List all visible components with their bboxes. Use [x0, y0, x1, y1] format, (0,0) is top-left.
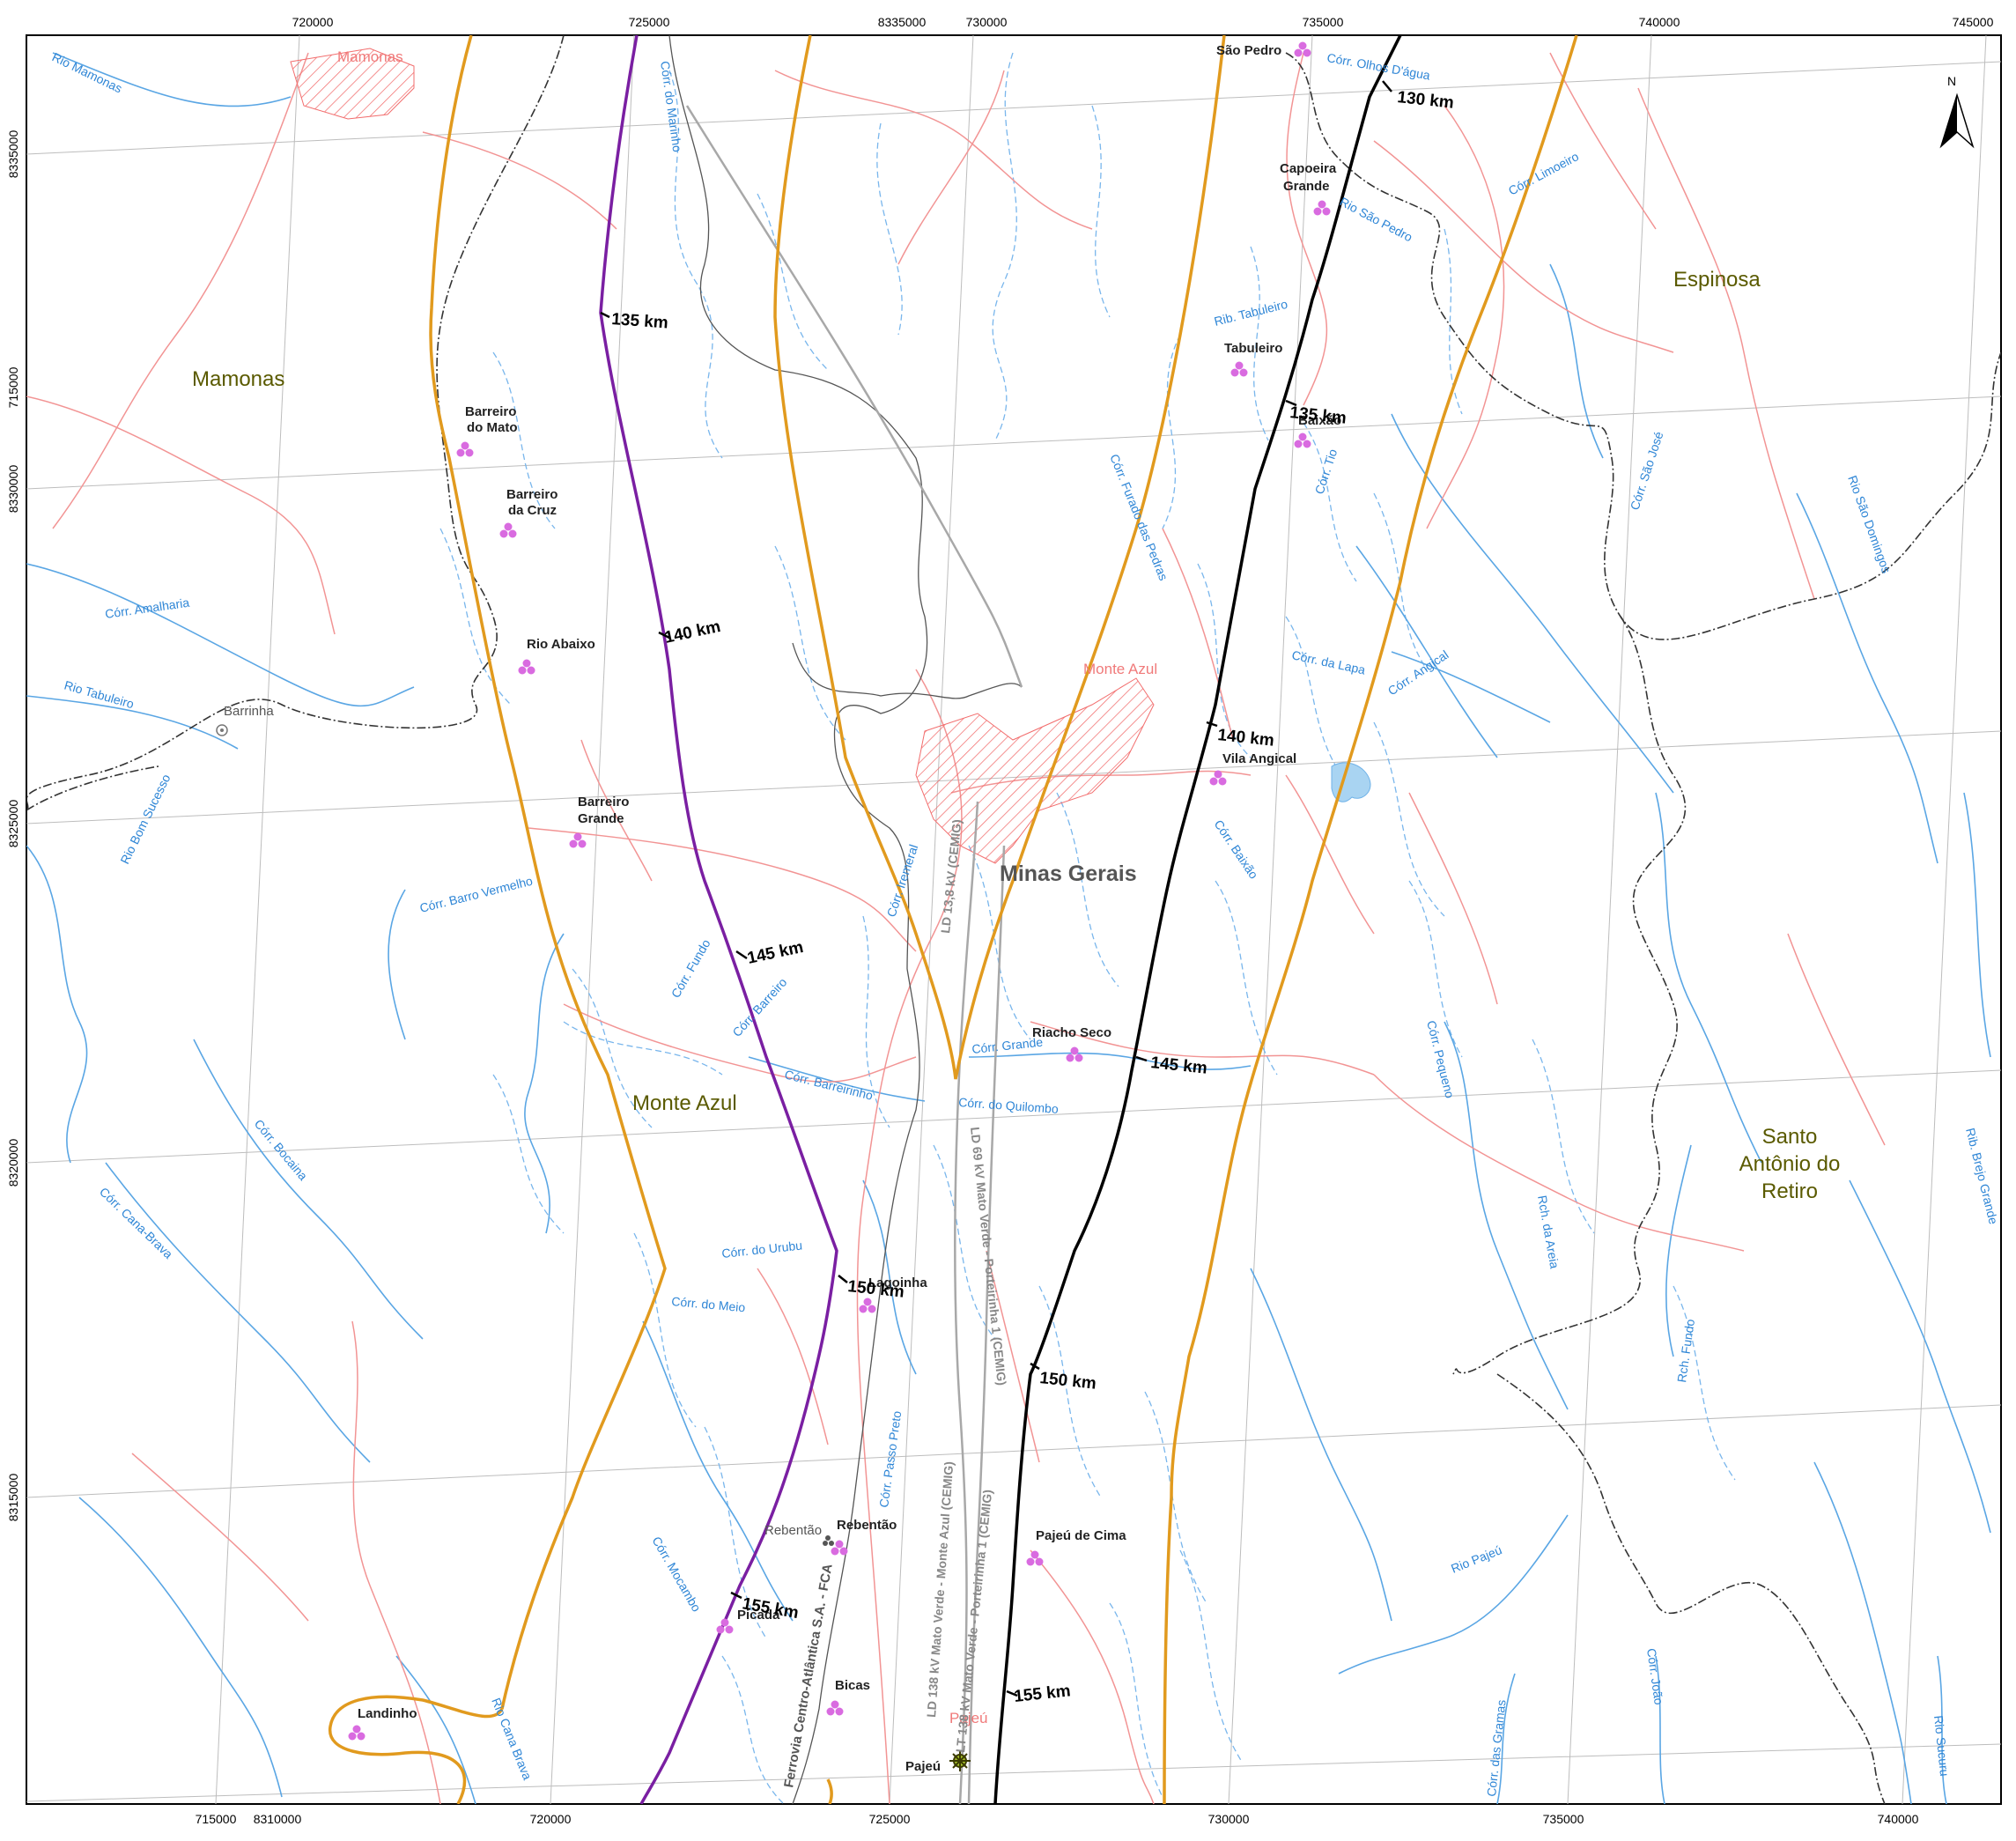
- locality-label: Vila Angical: [1222, 751, 1296, 766]
- locality-label: Baixão: [1298, 413, 1341, 428]
- locality-label: Riacho Seco: [1032, 1025, 1111, 1040]
- top-tick: 740000: [1639, 15, 1680, 29]
- left-coordinate-ticks: 8335000 715000 8330000 8325000 8320000 8…: [6, 130, 20, 1522]
- municipality-label-santo: Santo: [1762, 1125, 1818, 1149]
- locality-label: São Pedro: [1216, 43, 1281, 58]
- municipality-label-monte-azul: Monte Azul: [632, 1091, 737, 1115]
- bottom-tick: 735000: [1543, 1812, 1584, 1826]
- locality-symbol-sao-pedro: [1294, 41, 1311, 57]
- municipality-label-mamonas: Mamonas: [192, 367, 284, 391]
- locality-label: Barreiro: [465, 404, 516, 419]
- locality-labels: São Pedro Capoeira Grande Tabuleiro Baix…: [358, 43, 1341, 1774]
- locality-label: Pajeú de Cima: [1036, 1528, 1126, 1543]
- bottom-tick: 8310000: [254, 1812, 302, 1826]
- top-tick: 720000: [292, 15, 334, 29]
- urban-label-pajeu: Pajeú: [949, 1710, 987, 1726]
- urban-areas: [290, 48, 1155, 864]
- railway: [668, 35, 1023, 1804]
- place-label-rebentao: Rebentão: [764, 1523, 822, 1538]
- municipality-labels: Mamonas Espinosa Monte Azul Santo Antôni…: [192, 268, 1840, 1203]
- rebentao-station-symbol: [823, 1535, 834, 1546]
- locality-symbol-pajeu-de-cima: [1026, 1550, 1044, 1566]
- km-ticks: [600, 80, 1392, 1697]
- left-tick: 8330000: [6, 465, 20, 514]
- locality-label: Barreiro: [506, 487, 558, 502]
- locality-symbol-bicas: [826, 1700, 844, 1716]
- intermittent-streams: [439, 52, 1736, 1804]
- locality-label: Picada: [737, 1608, 780, 1623]
- river-label: Córr. do Quilombo: [958, 1095, 1060, 1116]
- river-label: Rio Sucuru: [1931, 1715, 1952, 1778]
- top-coordinate-ticks: 720000 725000 8335000 730000 735000 7400…: [292, 15, 1994, 29]
- locality-symbol-barreiro-do-mato: [456, 441, 474, 457]
- left-tick: 8325000: [6, 800, 20, 848]
- locality-label: Bicas: [835, 1678, 870, 1693]
- locality-label: da Cruz: [508, 503, 557, 518]
- locality-label: Grande: [578, 811, 624, 826]
- locality-label: Capoeira: [1280, 161, 1337, 176]
- locality-label: Tabuleiro: [1224, 341, 1282, 356]
- bottom-tick: 720000: [530, 1812, 572, 1826]
- locality-symbol-landinho: [348, 1725, 366, 1741]
- municipal-boundaries: [26, 35, 2001, 1804]
- route-black: [993, 35, 1402, 1804]
- left-tick: 8320000: [6, 1139, 20, 1187]
- north-arrow: N: [1939, 74, 1975, 149]
- pajeu-star-icon: [949, 1750, 971, 1771]
- locality-label: Landinho: [358, 1706, 417, 1721]
- urban-labels: Mamonas Monte Azul Pajeú: [337, 48, 1157, 1726]
- top-tick: 8335000: [878, 15, 927, 29]
- municipality-label-espinosa: Espinosa: [1673, 268, 1761, 292]
- top-tick: 735000: [1303, 15, 1344, 29]
- locality-symbol-rio-abaixo: [518, 659, 535, 675]
- locality-symbols: [348, 41, 1331, 1741]
- top-tick: 745000: [1953, 15, 1994, 29]
- river-label: Córr. do Meio: [671, 1294, 746, 1314]
- bottom-tick: 715000: [196, 1812, 237, 1826]
- urban-area-mamonas: [290, 48, 415, 120]
- power-lines: [685, 105, 1023, 1804]
- left-tick: 8335000: [6, 130, 20, 179]
- top-tick: 725000: [629, 15, 670, 29]
- municipality-label-antonio-do: Antônio do: [1739, 1152, 1841, 1176]
- locality-symbol-picada: [716, 1618, 734, 1634]
- place-label-barrinha: Barrinha: [224, 704, 274, 719]
- bottom-coordinate-ticks: 715000 8310000 720000 725000 730000 7350…: [196, 1812, 1919, 1826]
- locality-label: Rio Abaixo: [527, 637, 595, 652]
- locality-label: Grande: [1283, 179, 1330, 194]
- locality-label: Rebentão: [837, 1518, 897, 1533]
- locality-symbol-baixao: [1294, 433, 1311, 448]
- locality-symbol-barreiro-da-cruz: [499, 522, 517, 538]
- municipality-label-retiro: Retiro: [1761, 1179, 1818, 1203]
- locality-label: do Mato: [467, 420, 518, 435]
- bottom-tick: 725000: [869, 1812, 911, 1826]
- left-tick: 8315000: [6, 1474, 20, 1522]
- map-frame: [26, 34, 2002, 1805]
- locality-symbol-lagoinha: [859, 1298, 876, 1313]
- left-tick: 715000: [6, 366, 20, 408]
- locality-symbol-rebentao: [831, 1540, 848, 1556]
- bottom-tick: 740000: [1878, 1812, 1919, 1826]
- rivers: [26, 52, 1991, 1804]
- urban-label-mamonas: Mamonas: [337, 48, 403, 65]
- urban-label-monte-azul: Monte Azul: [1083, 661, 1157, 677]
- state-label: Minas Gerais: [1000, 861, 1137, 886]
- locality-symbol-tabuleiro: [1230, 361, 1248, 377]
- corridor-buffer: [329, 35, 1578, 1804]
- locality-symbol-riacho-seco: [1066, 1046, 1083, 1062]
- locality-symbol-capoeira-grande: [1313, 200, 1331, 216]
- top-tick: 730000: [966, 15, 1008, 29]
- locality-label: Lagoinha: [868, 1275, 927, 1290]
- locality-label: Pajeú: [905, 1759, 941, 1774]
- locality-label: Barreiro: [578, 795, 629, 810]
- locality-symbol-vila-angical: [1209, 770, 1227, 786]
- barrinha-symbol: [216, 724, 228, 736]
- km-label: 135 km: [611, 310, 669, 332]
- urban-area-monte-azul: [915, 677, 1155, 864]
- locality-symbol-barreiro-grande: [569, 832, 587, 848]
- north-arrow-label: N: [1947, 74, 1956, 88]
- bottom-tick: 730000: [1208, 1812, 1250, 1826]
